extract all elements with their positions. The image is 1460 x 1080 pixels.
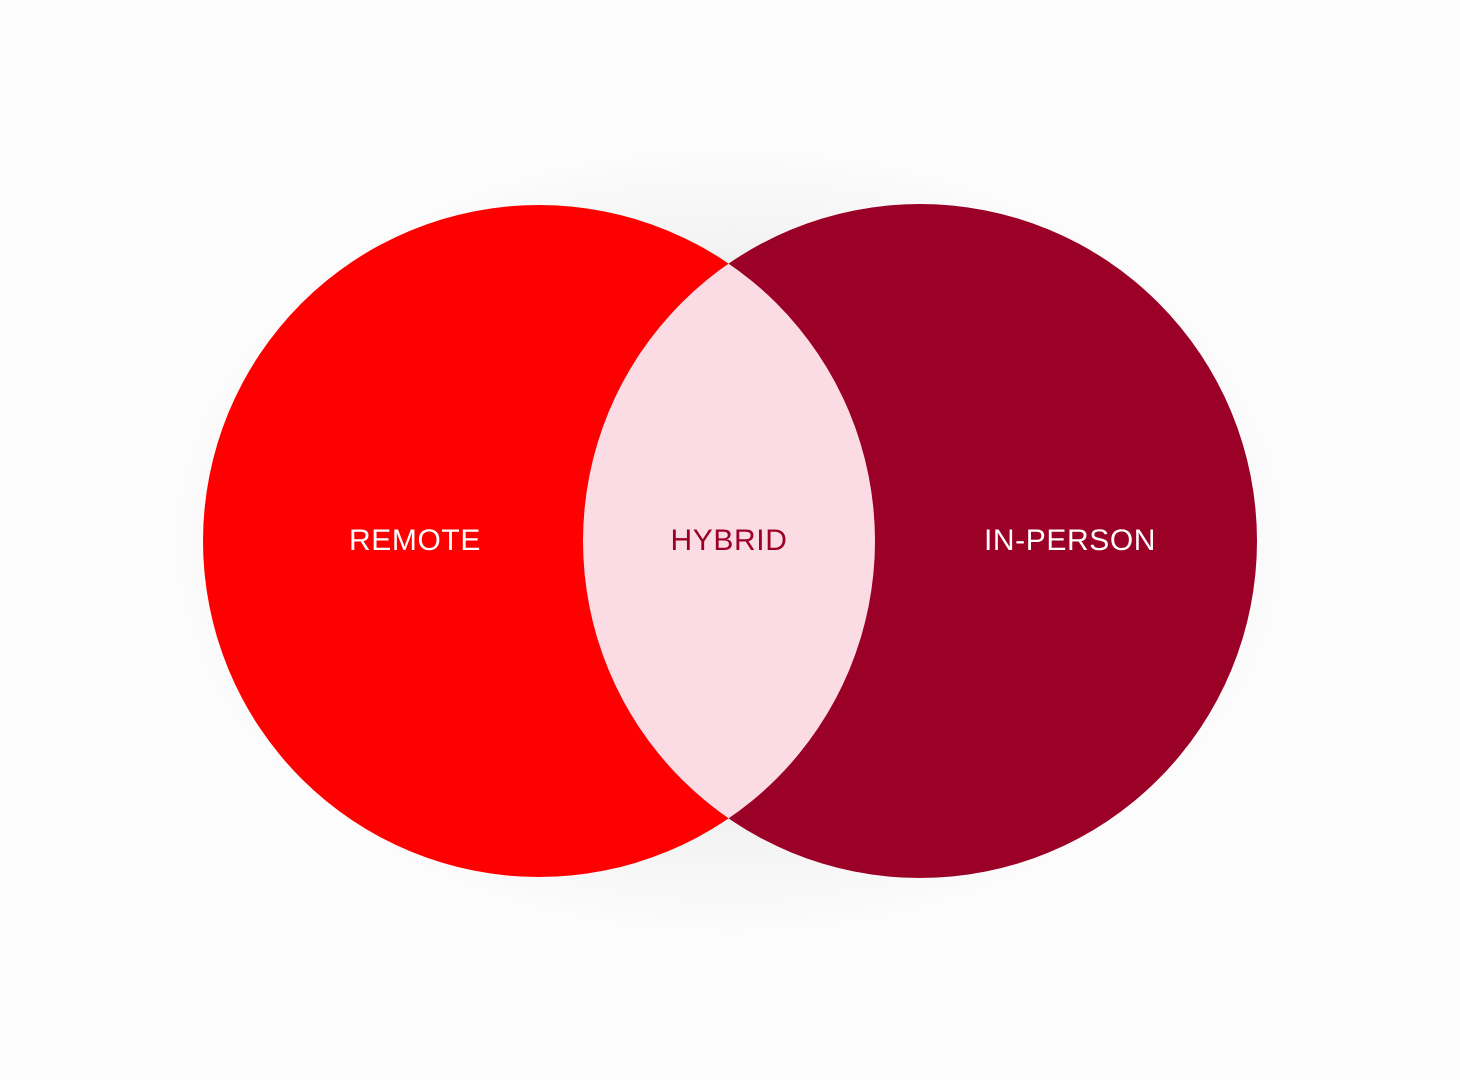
venn-label-in-person: IN-PERSON: [984, 524, 1156, 557]
venn-label-remote: REMOTE: [349, 524, 481, 557]
venn-label-hybrid: HYBRID: [671, 524, 788, 557]
venn-intersection-group: [583, 204, 1257, 878]
venn-intersection-hybrid[interactable]: [583, 204, 1257, 878]
